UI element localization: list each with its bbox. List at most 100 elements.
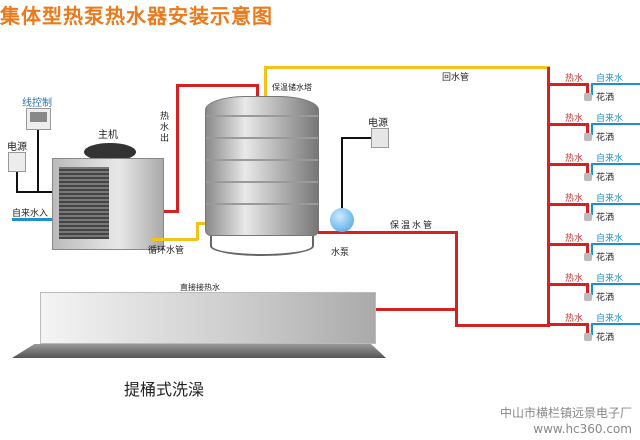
pump-wire bbox=[341, 137, 343, 211]
hot-branch-pipe bbox=[586, 123, 589, 135]
hot-branch-pipe bbox=[548, 83, 588, 86]
wire-control-label: 线控制 bbox=[22, 98, 52, 109]
cold-branch-pipe bbox=[591, 283, 593, 295]
cold-branch-pipe bbox=[591, 283, 640, 285]
insulated-pipe bbox=[318, 231, 458, 234]
cold-branch-pipe bbox=[591, 83, 593, 95]
heat-pump-unit bbox=[52, 158, 164, 250]
return-pipe bbox=[264, 66, 267, 96]
shower-label: 花洒 bbox=[596, 333, 615, 343]
shower-label: 花洒 bbox=[596, 133, 615, 143]
cold-branch-pipe bbox=[591, 203, 593, 215]
hot-branch-pipe bbox=[548, 163, 588, 166]
shower-label: 花洒 bbox=[596, 253, 615, 263]
tank-stand bbox=[210, 236, 314, 256]
cold-label: 自来水 bbox=[596, 234, 624, 244]
cold-label: 自来水 bbox=[596, 274, 624, 284]
pump-label: 水泵 bbox=[331, 248, 350, 258]
hot-out-pipe bbox=[176, 84, 258, 87]
power-wire bbox=[16, 191, 54, 193]
power-right-label: 电源 bbox=[368, 118, 388, 129]
tap-water-in-label: 自来水入 bbox=[12, 209, 49, 219]
return-pipe bbox=[264, 66, 550, 69]
insulated-pipe bbox=[455, 231, 458, 327]
power-wire bbox=[16, 172, 18, 192]
direct-hot-label: 直接接热水 bbox=[180, 283, 220, 292]
cold-branch-pipe bbox=[591, 83, 640, 85]
hot-branch-pipe bbox=[586, 323, 589, 335]
hot-out-pipe bbox=[256, 84, 259, 98]
insulated-pipe bbox=[455, 324, 549, 327]
cold-label: 自来水 bbox=[596, 114, 624, 124]
shower-head-icon bbox=[584, 253, 592, 261]
footer-company: 中山市横栏镇远景电子厂 bbox=[499, 406, 632, 420]
power-socket-icon bbox=[371, 128, 389, 148]
storage-tank bbox=[205, 96, 319, 236]
cold-branch-pipe bbox=[591, 123, 640, 125]
hot-label: 热水 bbox=[565, 314, 584, 324]
shower-head-icon bbox=[584, 133, 592, 141]
return-pipe-label: 回水管 bbox=[442, 73, 470, 83]
shower-head-icon bbox=[584, 293, 592, 301]
power-left-label: 电源 bbox=[7, 142, 27, 153]
storage-tank-label: 保温储水塔 bbox=[272, 83, 312, 92]
hot-branch-pipe bbox=[586, 243, 589, 255]
cold-branch-pipe bbox=[591, 163, 640, 165]
cold-branch-pipe bbox=[591, 243, 593, 255]
wash-trough bbox=[40, 292, 376, 344]
shower-label: 花洒 bbox=[596, 173, 615, 183]
cold-branch-pipe bbox=[591, 323, 593, 335]
hot-out-pipe bbox=[176, 84, 179, 212]
power-socket-icon bbox=[8, 152, 26, 172]
shower-label: 花洒 bbox=[596, 93, 615, 103]
cold-label: 自来水 bbox=[596, 154, 624, 164]
pump-icon bbox=[330, 208, 354, 232]
hot-branch-pipe bbox=[586, 83, 589, 95]
hot-branch-pipe bbox=[586, 283, 589, 295]
cold-branch-pipe bbox=[591, 323, 640, 325]
control-wire bbox=[37, 130, 39, 192]
direct-hot-pipe bbox=[374, 308, 458, 311]
bucket-bath-label: 提桶式洗澡 bbox=[124, 380, 205, 399]
circulation-pipe-label: 循环水管 bbox=[148, 246, 185, 256]
hot-label: 热水 bbox=[565, 274, 584, 284]
main-hot-riser bbox=[547, 67, 550, 327]
tap-water-pipe bbox=[12, 218, 60, 221]
cold-branch-pipe bbox=[591, 123, 593, 135]
pump-wire bbox=[341, 137, 371, 139]
cold-branch-pipe bbox=[591, 243, 640, 245]
circulation-pipe bbox=[152, 238, 198, 241]
fan-icon bbox=[84, 143, 136, 161]
cold-branch-pipe bbox=[591, 163, 593, 175]
hot-branch-pipe bbox=[586, 203, 589, 215]
hot-branch-pipe bbox=[548, 203, 588, 206]
hot-label: 热水 bbox=[565, 154, 584, 164]
shower-label: 花洒 bbox=[596, 213, 615, 223]
cold-label: 自来水 bbox=[596, 314, 624, 324]
hot-label: 热水 bbox=[565, 114, 584, 124]
trough-shelf bbox=[12, 344, 386, 358]
cold-label: 自来水 bbox=[596, 74, 624, 84]
hot-branch-pipe bbox=[548, 283, 588, 286]
cold-branch-pipe bbox=[591, 203, 640, 205]
shower-head-icon bbox=[584, 213, 592, 221]
hot-label: 热水 bbox=[565, 74, 584, 84]
footer-site: www.hc360.com bbox=[533, 422, 632, 436]
hot-branch-pipe bbox=[586, 163, 589, 175]
shower-head-icon bbox=[584, 93, 592, 101]
hot-label: 热水 bbox=[565, 194, 584, 204]
hot-out-pipe bbox=[164, 210, 179, 213]
hot-label: 热水 bbox=[565, 234, 584, 244]
circulation-pipe bbox=[196, 222, 199, 240]
hot-branch-pipe bbox=[548, 243, 588, 246]
cold-label: 自来水 bbox=[596, 194, 624, 204]
hot-branch-pipe bbox=[548, 123, 588, 126]
hot-out-label: 热水出 bbox=[160, 112, 170, 144]
shower-head-icon bbox=[584, 333, 592, 341]
hot-branch-pipe bbox=[548, 323, 588, 326]
main-unit-label: 主机 bbox=[98, 130, 118, 141]
wire-controller-icon bbox=[26, 108, 51, 130]
page-title: 集体型热泵热水器安装示意图 bbox=[0, 4, 273, 28]
shower-label: 花洒 bbox=[596, 293, 615, 303]
shower-head-icon bbox=[584, 173, 592, 181]
